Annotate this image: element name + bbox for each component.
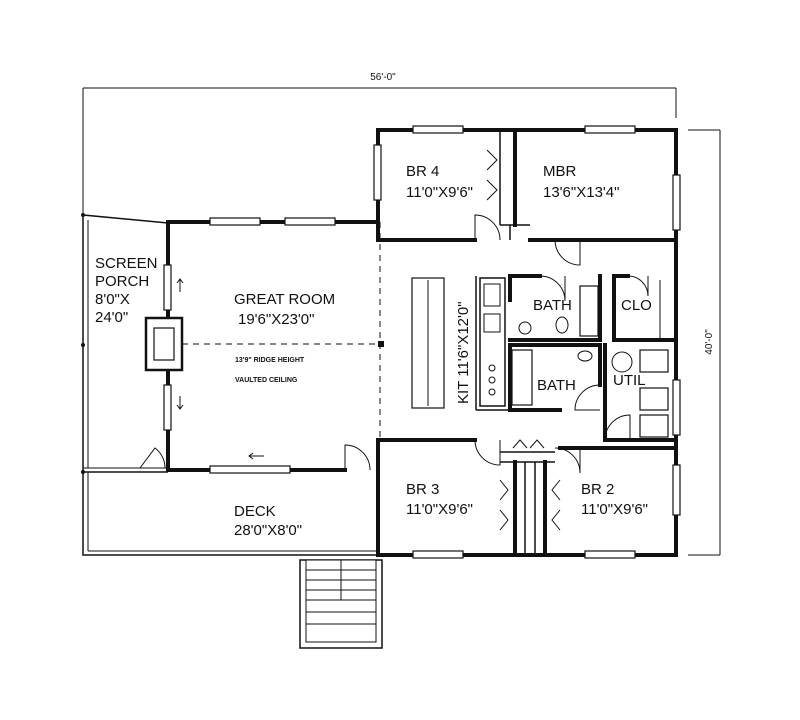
- lower-bath-fixtures: [508, 343, 602, 412]
- mbr-name: MBR: [543, 163, 577, 180]
- fireplace: [144, 316, 384, 372]
- deck-size: 28'0"X8'0": [234, 522, 302, 539]
- screen-porch-label-3: 8'0"X: [95, 291, 130, 308]
- lower-interior-walls: [376, 438, 678, 557]
- mbr-size: 13'6"X13'4": [543, 184, 619, 201]
- closet: [612, 274, 678, 342]
- br3-name: BR 3: [406, 481, 439, 498]
- upper-bath-name: BATH: [533, 297, 572, 314]
- bedroom-wing-walls: [373, 125, 681, 559]
- lower-bath-name: BATH: [537, 377, 576, 394]
- great-room-name: GREAT ROOM: [234, 291, 335, 308]
- utility-name: UTIL: [613, 372, 646, 389]
- closet-name: CLO: [621, 297, 652, 314]
- upper-bath-fixtures: [508, 274, 602, 342]
- overall-depth-label: 40'-0": [704, 329, 715, 355]
- arrows: [176, 278, 264, 460]
- kitchen: [411, 276, 510, 411]
- br4-name: BR 4: [406, 163, 439, 180]
- stairs: [299, 559, 383, 649]
- overall-depth-dimension: 40'-0": [688, 129, 721, 556]
- overall-width-dimension: 56'-0": [82, 72, 677, 215]
- screen-porch-label-4: 24'0": [95, 309, 128, 326]
- screen-porch-label-1: SCREEN: [95, 255, 158, 272]
- br2-name: BR 2: [581, 481, 614, 498]
- br3-size: 11'0"X9'6": [406, 501, 473, 518]
- great-room-size: 19'6"X23'0": [238, 311, 314, 328]
- screen-porch-label-2: PORCH: [95, 273, 149, 290]
- utility-fixtures: [603, 343, 678, 442]
- upper-interior-walls: [376, 128, 678, 266]
- screen-porch-outline: [81, 213, 169, 474]
- overall-width-label: 56'-0": [370, 72, 396, 83]
- great-room-walls: [163, 217, 380, 474]
- great-room-ridge-note: 13'9" RIDGE HEIGHT: [235, 357, 305, 364]
- br4-size: 11'0"X9'6": [406, 184, 473, 201]
- kitchen-label: KIT 11'6"X12'0": [455, 301, 472, 404]
- great-room-vault-note: VAULTED CEILING: [235, 377, 298, 384]
- deck-outline: [82, 472, 378, 556]
- deck-name: DECK: [234, 503, 276, 520]
- br2-size: 11'0"X9'6": [581, 501, 648, 518]
